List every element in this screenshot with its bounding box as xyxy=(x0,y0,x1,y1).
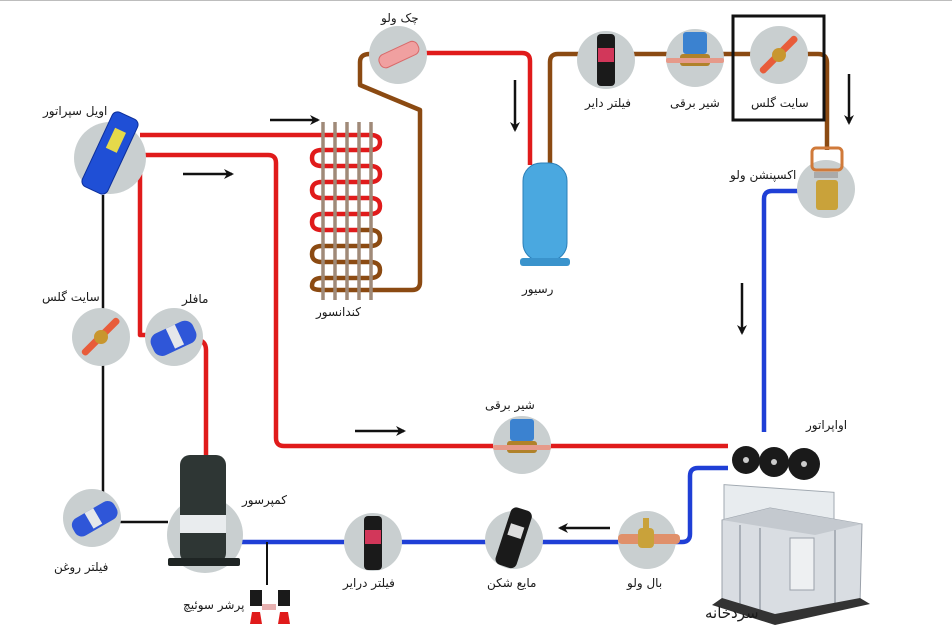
label-evaporator: اواپراتور xyxy=(806,418,848,432)
label-check-valve: چک ولو xyxy=(381,11,419,25)
label-pressure-switch: پرشر سوئیچ xyxy=(183,598,245,612)
solenoid-valve-icon[interactable] xyxy=(493,416,551,474)
condenser-coil-icon xyxy=(321,122,373,300)
oil-separator-icon[interactable] xyxy=(74,110,146,196)
label-ball-valve: بال ولو xyxy=(627,576,663,590)
label-expansion-valve: اکسپنشن ولو xyxy=(730,168,797,182)
label-filter-drier-top: فیلتر دایر xyxy=(585,96,632,110)
label-cold-room: سردخانه xyxy=(705,604,759,622)
label-oil-filter: فیلتر روغن xyxy=(54,560,109,574)
check-valve-icon[interactable] xyxy=(369,26,427,84)
filter-drier-icon[interactable] xyxy=(577,31,635,89)
top-border xyxy=(0,0,952,1)
label-solenoid-top: شیر برقی xyxy=(670,96,720,110)
accumulator-icon[interactable] xyxy=(485,506,543,570)
filter-drier-icon[interactable] xyxy=(344,513,402,571)
solenoid-valve-icon[interactable] xyxy=(666,29,724,87)
label-receiver: رسیور xyxy=(522,282,554,296)
hot-gas-lines xyxy=(137,50,728,460)
sight-glass-icon[interactable] xyxy=(72,308,130,366)
muffler-icon[interactable] xyxy=(145,308,203,366)
label-filter-drier-bottom: فیلتر درایر xyxy=(343,576,395,590)
suction-lines xyxy=(240,188,810,545)
label-accumulator: مایع شکن xyxy=(487,576,537,590)
flow-arrows xyxy=(183,74,854,533)
label-muffler: مافلر xyxy=(182,292,209,306)
ball-valve-icon[interactable] xyxy=(618,511,680,569)
expansion-valve-icon[interactable] xyxy=(797,146,855,218)
receiver-tank-icon[interactable] xyxy=(520,162,570,266)
cold-room-icon xyxy=(712,507,870,625)
label-sight-glass-left: سایت گلس xyxy=(42,290,100,304)
label-sight-glass-top: سایت گلس xyxy=(751,96,809,110)
highlight-box xyxy=(731,14,826,122)
label-oil-separator: اویل سپراتور xyxy=(43,104,108,118)
label-compressor: کمپرسور xyxy=(242,493,287,507)
oil-filter-icon[interactable] xyxy=(63,489,121,547)
sight-glass-icon[interactable] xyxy=(750,26,808,84)
label-solenoid-bottom: شیر برقی xyxy=(485,398,535,412)
label-condenser: کندانسور xyxy=(316,305,362,319)
pressure-switch-icon[interactable] xyxy=(250,590,290,624)
compressor-icon[interactable] xyxy=(167,455,243,573)
